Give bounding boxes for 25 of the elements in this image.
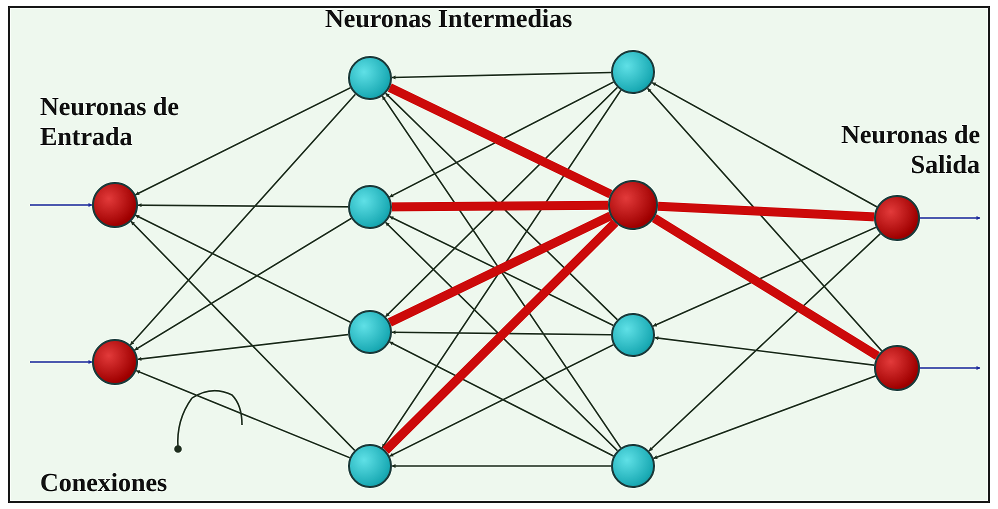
highlighted-connection [392, 200, 608, 212]
layer-heading: Neuronas de Entrada [40, 92, 180, 152]
highlighted-connection [652, 214, 880, 360]
connection-arrow [134, 218, 352, 351]
connection-arrow [392, 464, 611, 468]
signal-arrow [30, 203, 92, 207]
connection-arrow [648, 233, 881, 452]
connection-arrow [653, 375, 876, 460]
annotation-label: Conexiones [40, 468, 168, 498]
connection-arrow [654, 336, 874, 366]
connection-arrow [652, 82, 878, 208]
connection-arrow [652, 226, 876, 327]
signal-arrow [920, 216, 980, 220]
connection-arrow [130, 94, 356, 346]
connection-arrow [647, 88, 882, 352]
signal-arrow [920, 366, 980, 370]
connection-arrow [392, 72, 612, 80]
layer-heading: Neuronas de Salida [840, 120, 980, 180]
connection-arrow [138, 203, 348, 208]
connection-arrow [392, 330, 611, 336]
connection-arrow [130, 220, 356, 451]
highlighted-connection [658, 202, 874, 222]
connection-arrow [137, 334, 348, 361]
layer-heading: Neuronas Intermedias [325, 4, 574, 34]
signal-arrow [30, 360, 92, 364]
